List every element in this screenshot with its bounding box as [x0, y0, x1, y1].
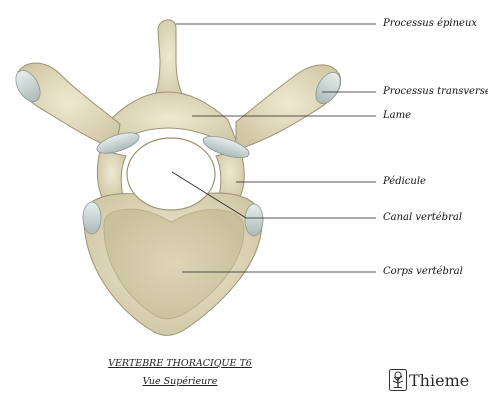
label-processus-epineux: Processus épineux	[383, 18, 477, 30]
caption-subtitle: Vue Supérieure	[60, 376, 300, 387]
vertebral-canal	[127, 138, 215, 210]
label-corps-vertebral: Corps vertébral	[383, 266, 463, 278]
label-canal-vertebral: Canal vertébral	[383, 212, 462, 224]
spinous-process	[152, 20, 186, 102]
thieme-logo: Thieme	[389, 369, 481, 393]
left-costal-facet	[83, 202, 101, 234]
tree-logo-icon	[389, 369, 407, 391]
right-costal-facet	[245, 204, 263, 236]
label-lame: Lame	[383, 110, 411, 122]
caption-title: VERTEBRE THORACIQUE T6	[60, 358, 300, 369]
brand-name: Thieme	[409, 371, 469, 390]
label-processus-transverse: Processus transverse	[383, 86, 488, 98]
label-pedicule: Pédicule	[383, 176, 426, 188]
left-pedicle	[97, 150, 126, 200]
